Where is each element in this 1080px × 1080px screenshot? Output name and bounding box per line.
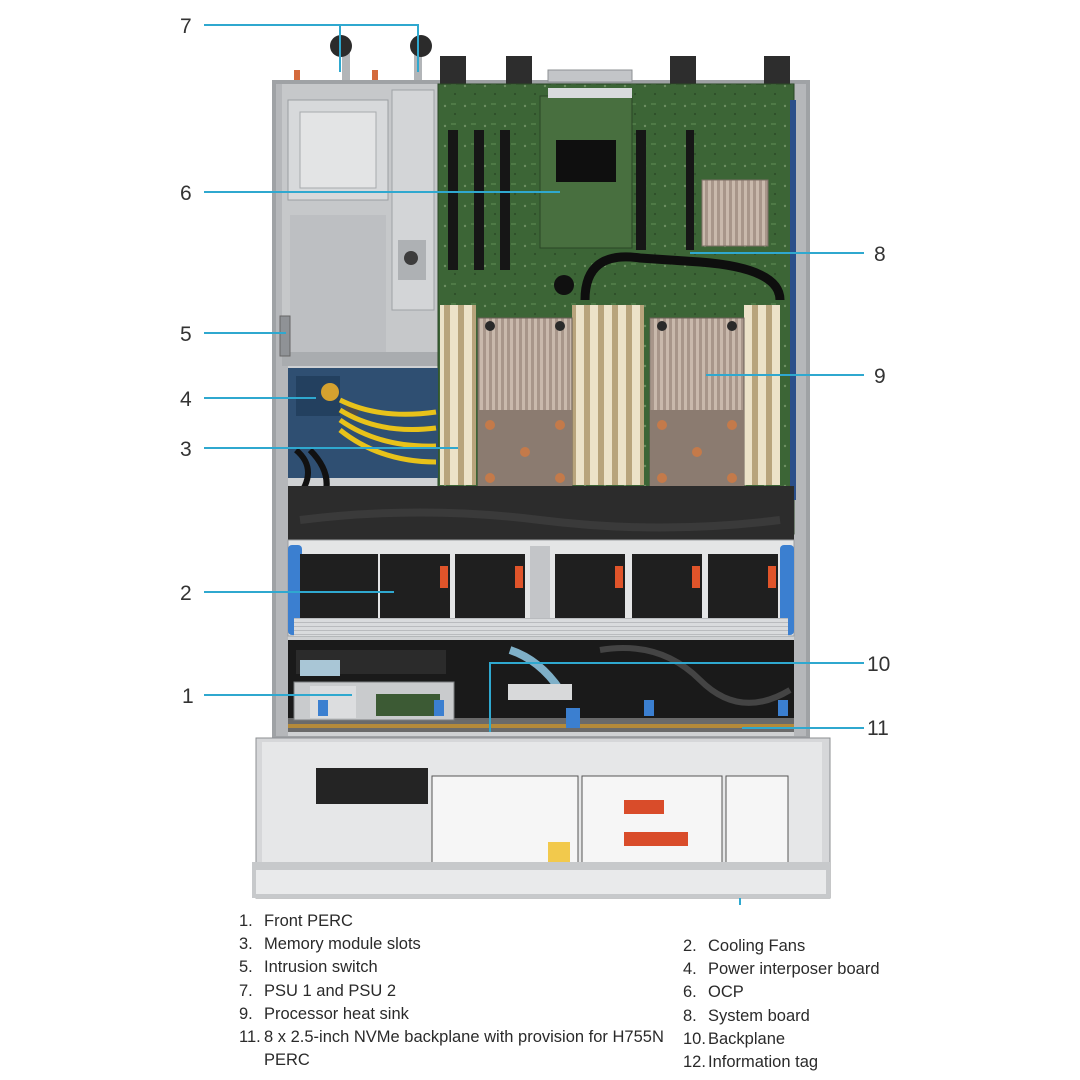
- legend-number: 11.: [239, 1028, 261, 1047]
- legend-number: 3.: [239, 935, 253, 954]
- legend-item: 4. Power interposer board: [683, 958, 943, 981]
- backplane-latches: [318, 700, 788, 728]
- callout-3: 3: [180, 438, 192, 461]
- legend-item: 11. 8 x 2.5-inch NVMe backplane with pro…: [239, 1026, 679, 1072]
- legend-number: 5.: [239, 958, 253, 977]
- legend-number: 10.: [683, 1029, 706, 1048]
- pcie-riser-slots: [448, 100, 796, 500]
- callout-1: 1: [182, 685, 194, 708]
- processor-heat-sink-2: [649, 317, 745, 495]
- legend-number: 1.: [239, 912, 253, 930]
- legend-item: 7. PSU 1 and PSU 2: [239, 980, 679, 1003]
- cooling-fan-assembly: [287, 539, 795, 637]
- legend-number: 7.: [239, 981, 253, 1000]
- legend-item: 5. Intrusion switch: [239, 956, 679, 979]
- legend-number: 6.: [683, 983, 697, 1002]
- legend-item: 10. Backplane: [683, 1028, 943, 1051]
- legend-label: Processor heat sink: [264, 1004, 409, 1023]
- memory-module-slots: [440, 305, 780, 485]
- legend-label: Power interposer board: [708, 960, 880, 979]
- psu-handles: [294, 35, 432, 80]
- legend-item: 12. Information tag: [683, 1051, 943, 1074]
- server-top-view-diagram: 7 6 5 4 3 2 1 8 9 10 11 12: [180, 15, 890, 905]
- callout-4: 4: [180, 388, 192, 411]
- information-tag: [252, 737, 831, 899]
- intrusion-switch: [279, 315, 291, 357]
- legend-item: 3. Memory module slots: [239, 933, 679, 956]
- processor-heat-sink-1: [477, 317, 573, 495]
- legend-label: Memory module slots: [264, 935, 421, 954]
- callout-9: 9: [874, 365, 886, 388]
- leader-lines: [204, 24, 864, 905]
- callout-7: 7: [180, 15, 192, 38]
- callout-10: 10: [867, 653, 890, 676]
- callout-11: 11: [867, 717, 889, 740]
- callout-6: 6: [180, 182, 192, 205]
- callout-numbers: 7 6 5 4 3 2 1 8 9 10 11 12: [180, 15, 890, 740]
- legend-label: PSU 1 and PSU 2: [264, 981, 397, 1000]
- legend-item: 2. Cooling Fans: [683, 935, 943, 958]
- legend-item: 1. Front PERC: [239, 910, 679, 933]
- legend-label: Backplane: [708, 1029, 786, 1048]
- callout-8: 8: [874, 243, 886, 266]
- legend-item: 6. OCP: [683, 981, 943, 1004]
- callout-5: 5: [180, 323, 192, 346]
- legend-label: Front PERC: [264, 912, 353, 930]
- cable-tray: [288, 486, 794, 540]
- legend-item: 9. Processor heat sink: [239, 1003, 679, 1026]
- ocp-card: [539, 88, 633, 249]
- legend-left-column: 1. Front PERC 3. Memory module slots 5. …: [239, 910, 679, 1072]
- legend-label: 8 x 2.5-inch NVMe backplane with provisi…: [264, 1028, 664, 1070]
- legend-number: 9.: [239, 1004, 253, 1023]
- legend-right-column: 2. Cooling Fans 4. Power interposer boar…: [683, 935, 943, 1074]
- psu-cage: [282, 84, 438, 366]
- system-board-cable: [554, 252, 785, 301]
- legend-number: 8.: [683, 1006, 697, 1025]
- legend-label: Intrusion switch: [264, 958, 378, 977]
- legend-number: 2.: [683, 937, 697, 955]
- legend-number: 12.: [683, 1053, 706, 1072]
- legend-label: Information tag: [708, 1053, 819, 1072]
- power-interposer-board: [288, 368, 438, 514]
- legend-number: 4.: [683, 960, 697, 979]
- legend-label: System board: [708, 1006, 810, 1025]
- legend-item: 8. System board: [683, 1005, 943, 1028]
- callout-2: 2: [180, 582, 192, 605]
- legend-label: Cooling Fans: [708, 937, 806, 955]
- chipset-heatsink: [701, 179, 769, 247]
- legend-label: OCP: [708, 983, 744, 1002]
